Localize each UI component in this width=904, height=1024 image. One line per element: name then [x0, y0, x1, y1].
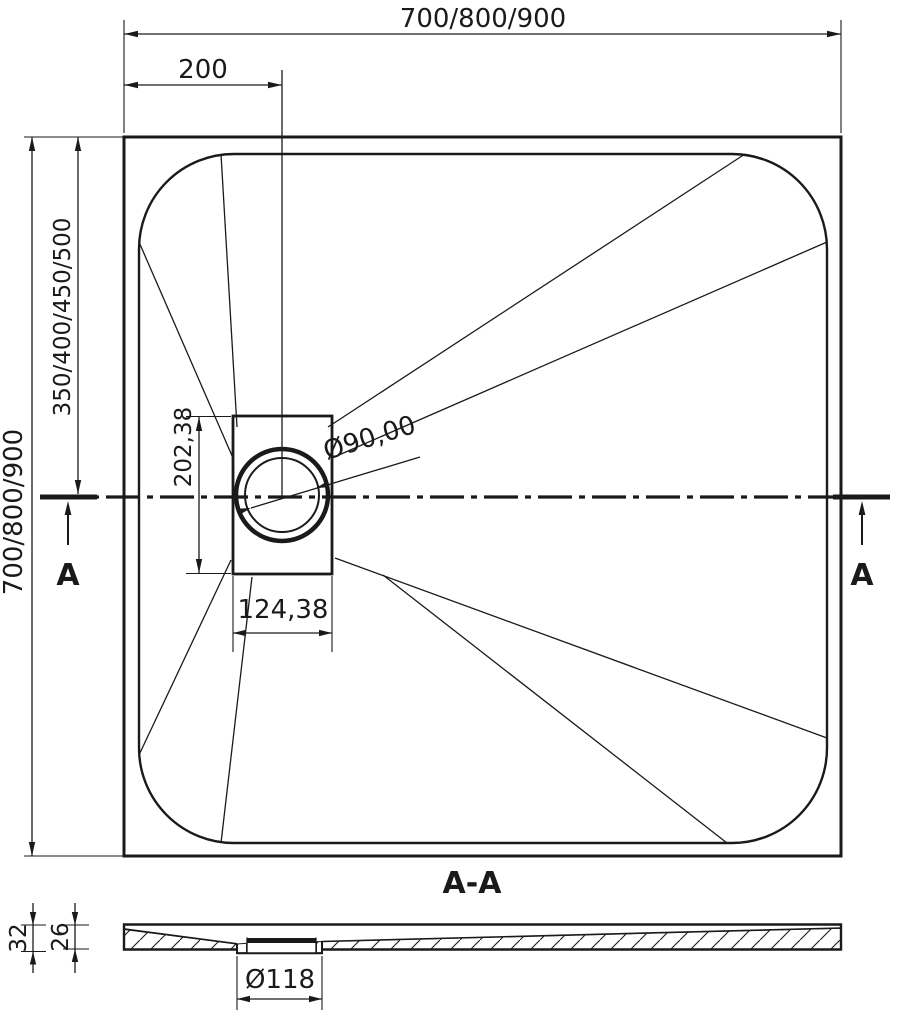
dim-total-height: 32: [6, 903, 46, 973]
dim-width-top-text: 700/800/900: [400, 4, 566, 34]
section-letter-right: A: [850, 558, 874, 593]
dim-drain-box-width-text: 124,38: [238, 595, 329, 625]
section-letter-left: A: [56, 558, 80, 593]
dim-base-height: 26: [48, 903, 89, 973]
drain-outer-circle: [233, 446, 331, 544]
floor-fold-lines: [138, 153, 828, 844]
section-profile: [122, 923, 843, 955]
plan-dimensions: 700/800/900 200 700/800/900 350/400/450/…: [0, 4, 842, 857]
section-title: A-A: [443, 866, 503, 901]
floor-slope-left: [124, 928, 238, 945]
drain-inner-circle: [244, 457, 320, 533]
dim-drain-box-width: 124,38: [233, 595, 332, 637]
plan-view: A A: [40, 70, 890, 858]
drain-recess-box: [231, 414, 334, 576]
section-marker-left-group: A: [40, 494, 97, 593]
floor-slope-right: [321, 927, 842, 943]
dim-drain-offset-x-text: 200: [178, 55, 228, 85]
dim-total-height-text: 32: [6, 923, 32, 952]
dim-drain-offset-y-text: 350/400/450/500: [50, 218, 76, 417]
dim-drain-diameter-text: Ø90,00: [320, 410, 420, 466]
dim-drain-offset-x: 200: [124, 55, 282, 89]
dim-drain-box-height: 202,38: [171, 407, 203, 573]
section-marker-right-group: A: [833, 494, 890, 593]
dim-drain-box-height-text: 202,38: [171, 407, 197, 487]
extension-lines: [24, 20, 842, 857]
section-view: A-A: [6, 866, 843, 1010]
section-arrowhead-right: [858, 501, 866, 515]
dim-height-left: 700/800/900: [0, 137, 36, 856]
dim-base-height-text: 26: [48, 922, 74, 951]
section-arrowhead-left: [64, 501, 72, 515]
dim-drain-recess: Ø118: [236, 956, 323, 1010]
dim-height-left-text: 700/800/900: [0, 429, 29, 595]
dim-drain-recess-text: Ø118: [245, 965, 315, 995]
drain-recess-profile: [236, 941, 323, 955]
section-dimensions: 32 26 Ø118: [6, 903, 323, 1010]
dim-drain-offset-y: 350/400/450/500: [50, 137, 82, 494]
dim-width-top: 700/800/900: [124, 4, 841, 38]
